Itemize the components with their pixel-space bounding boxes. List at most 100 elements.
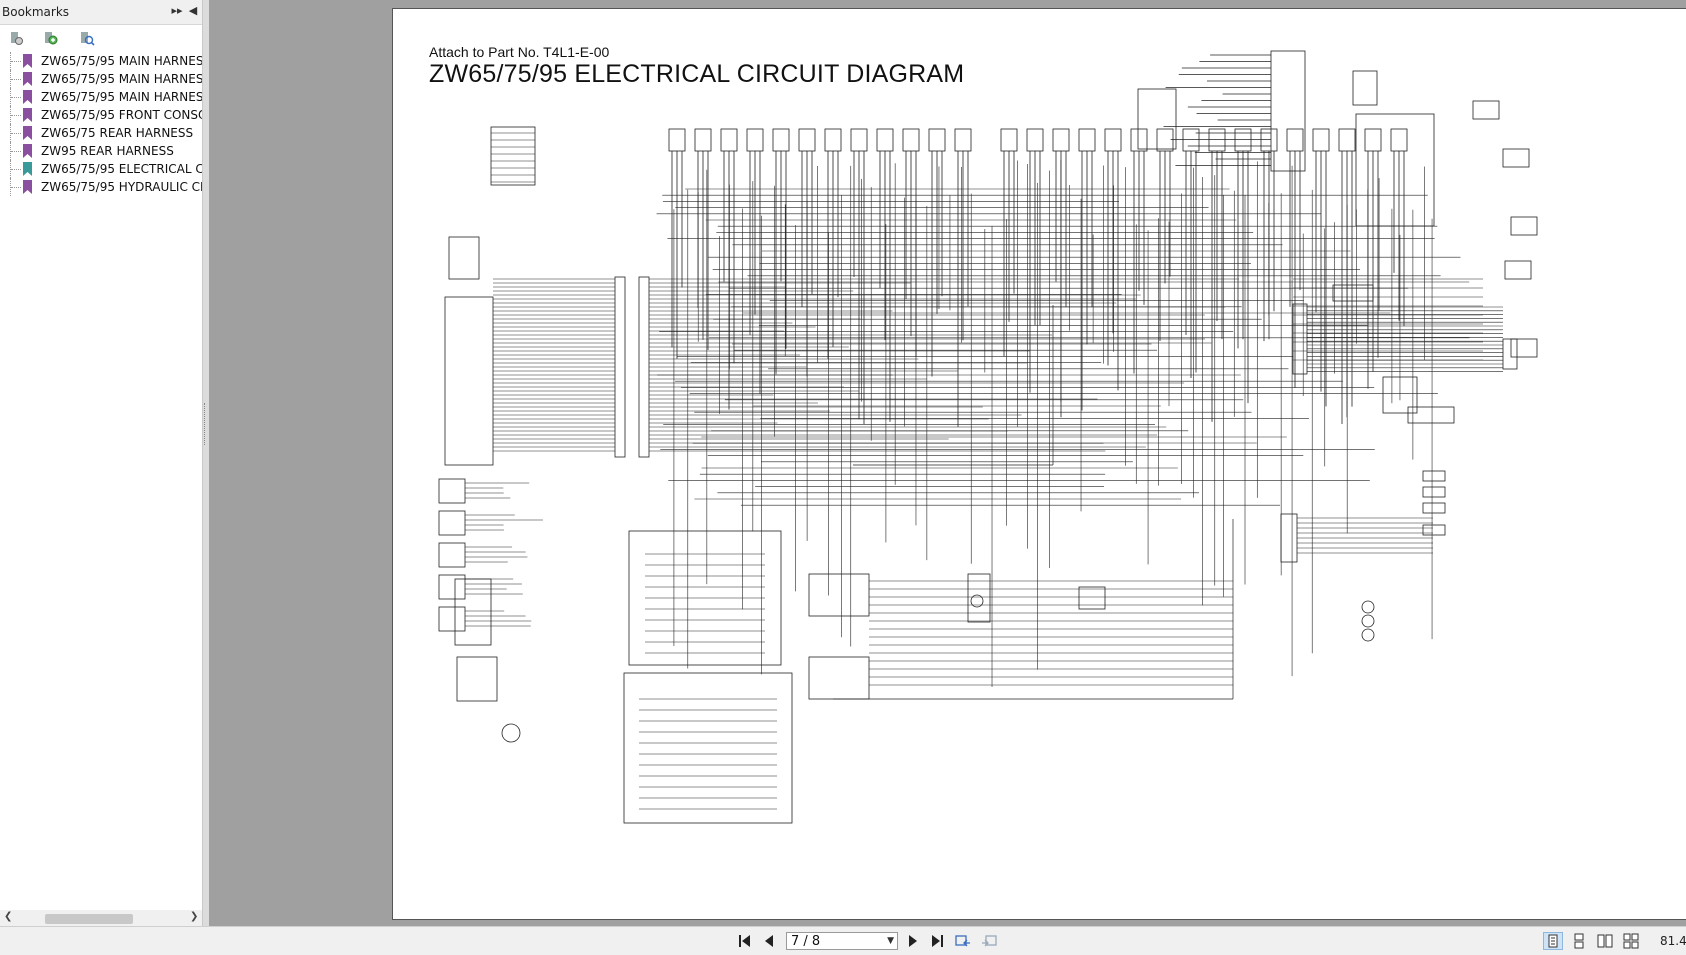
- bookmark-options-icon[interactable]: [8, 30, 26, 46]
- facing-view-icon[interactable]: [1596, 933, 1614, 949]
- fuse-box: [1270, 50, 1306, 172]
- tree-connector: [10, 124, 25, 142]
- fuse-connector: [1208, 128, 1226, 152]
- fuse-connector: [668, 128, 686, 152]
- bookmark-icon: [23, 54, 32, 68]
- bookmark-label: ZW65/75/95 MAIN HARNESS: [41, 54, 202, 68]
- scroll-left-icon[interactable]: ❮: [4, 911, 13, 922]
- fuse-connector: [954, 128, 972, 152]
- motor-symbol: [1361, 628, 1375, 642]
- bookmark-item[interactable]: ZW65/75/95 MAIN HARNESS: [0, 70, 202, 88]
- page-header: Attach to Part No. T4L1-E-00 ZW65/75/95 …: [429, 44, 964, 89]
- tree-connector: [10, 142, 25, 160]
- bookmark-item[interactable]: ZW65/75/95 HYDRAULIC CIR: [0, 178, 202, 196]
- tree-connector: [10, 88, 25, 106]
- fuse-connector: [1338, 128, 1356, 152]
- bookmark-icon: [23, 162, 32, 176]
- bookmark-label: ZW65/75/95 FRONT CONSOL: [41, 108, 202, 122]
- lamp-connector: [1422, 486, 1446, 498]
- connector-block: [614, 276, 626, 458]
- fuse-connector: [1364, 128, 1382, 152]
- bookmark-item[interactable]: ZW65/75/95 MAIN HARNESS: [0, 52, 202, 70]
- expand-panel-icon[interactable]: ▸▸: [171, 4, 183, 17]
- switch-panel: [444, 296, 494, 466]
- bookmark-label: ZW65/75/95 HYDRAULIC CIR: [41, 180, 202, 194]
- circuit-diagram: [438, 50, 1538, 824]
- fuse-connector: [902, 128, 920, 152]
- fuse-connector: [694, 128, 712, 152]
- fuse-connector: [1130, 128, 1148, 152]
- tree-connector: [10, 106, 25, 124]
- bookmark-label: ZW95 REAR HARNESS: [41, 144, 174, 158]
- sidebar-horizontal-scrollbar[interactable]: ❮ ❯: [0, 910, 202, 926]
- sensor-connector: [438, 574, 466, 600]
- inset-box: [628, 530, 782, 666]
- lamp-connector: [1422, 502, 1446, 514]
- bookmarks-panel: Bookmarks ▸▸ ◀ ZW65/75/95 MAIN HARNESS ZW…: [0, 0, 203, 926]
- bookmark-item[interactable]: ZW65/75/95 MAIN HARNESS: [0, 88, 202, 106]
- bookmark-item[interactable]: ZW65/75/95 FRONT CONSOL: [0, 106, 202, 124]
- scroll-thumb[interactable]: [45, 914, 133, 924]
- component-box: [967, 573, 991, 623]
- motor-symbol: [970, 594, 984, 608]
- continuous-facing-view-icon[interactable]: [1622, 933, 1640, 949]
- fuse-connector: [1390, 128, 1408, 152]
- last-page-icon[interactable]: [928, 933, 946, 949]
- lamp-connector: [1510, 216, 1538, 236]
- lamp-connector: [1422, 524, 1446, 536]
- zoom-level[interactable]: 81.4: [1660, 934, 1686, 948]
- tree-connector: [10, 160, 25, 178]
- bookmark-label: ZW65/75/95 ELECTRICAL CIR: [41, 162, 202, 176]
- table-box: [490, 126, 536, 186]
- find-bookmark-icon[interactable]: [78, 30, 96, 46]
- fuse-connector: [1052, 128, 1070, 152]
- fuse-connector: [1234, 128, 1252, 152]
- fuse-connector: [1104, 128, 1122, 152]
- fuse-connector: [798, 128, 816, 152]
- bookmark-item[interactable]: ZW95 REAR HARNESS: [0, 142, 202, 160]
- document-viewport[interactable]: Attach to Part No. T4L1-E-00 ZW65/75/95 …: [209, 0, 1686, 926]
- connector-block: [638, 276, 650, 458]
- bookmark-label: ZW65/75 REAR HARNESS: [41, 126, 194, 140]
- tree-connector: [10, 178, 25, 196]
- next-page-icon[interactable]: [904, 933, 922, 949]
- page-indicator: 7 / 8: [791, 934, 821, 949]
- lamp-connector: [1472, 100, 1500, 120]
- component-box: [456, 656, 498, 702]
- chevron-down-icon[interactable]: ▼: [887, 936, 894, 946]
- lamp-connector: [1502, 148, 1530, 168]
- bookmark-item[interactable]: ZW65/75/95 ELECTRICAL CIR: [0, 160, 202, 178]
- fuse-connector: [1260, 128, 1278, 152]
- fuse-connector: [824, 128, 842, 152]
- collapse-panel-icon[interactable]: ◀: [188, 4, 198, 17]
- bookmark-icon: [23, 180, 32, 194]
- fuse-connector: [772, 128, 790, 152]
- bookmarks-title: Bookmarks: [2, 5, 70, 19]
- next-view-icon[interactable]: [980, 933, 998, 949]
- component-box: [454, 578, 492, 646]
- bookmark-label: ZW65/75/95 MAIN HARNESS: [41, 72, 202, 86]
- lamp-connector: [1504, 260, 1532, 280]
- first-page-icon[interactable]: [736, 933, 754, 949]
- sensor-connector: [438, 478, 466, 504]
- bookmark-icon: [23, 72, 32, 86]
- bookmarks-toolbar: [0, 26, 202, 50]
- single-page-view-icon[interactable]: [1543, 932, 1563, 950]
- component-box: [1352, 70, 1378, 106]
- scroll-right-icon[interactable]: ❯: [190, 911, 199, 922]
- fuse-connector: [1078, 128, 1096, 152]
- bookmark-label: ZW65/75/95 MAIN HARNESS: [41, 90, 202, 104]
- tree-connector: [10, 70, 25, 88]
- fuse-connector: [1026, 128, 1044, 152]
- fuse-connector: [1312, 128, 1330, 152]
- bookmarks-header: Bookmarks ▸▸ ◀: [0, 0, 202, 25]
- previous-page-icon[interactable]: [760, 933, 778, 949]
- continuous-view-icon[interactable]: [1570, 933, 1588, 949]
- add-bookmark-icon[interactable]: [42, 30, 60, 46]
- previous-view-icon[interactable]: [954, 933, 972, 949]
- navigation-toolbar: 7 / 8 ▼ 81.4: [0, 926, 1686, 955]
- bookmark-item[interactable]: ZW65/75 REAR HARNESS: [0, 124, 202, 142]
- lamp-connector: [1422, 470, 1446, 482]
- motor-symbol: [501, 723, 521, 743]
- page-number-field[interactable]: 7 / 8 ▼: [786, 932, 898, 950]
